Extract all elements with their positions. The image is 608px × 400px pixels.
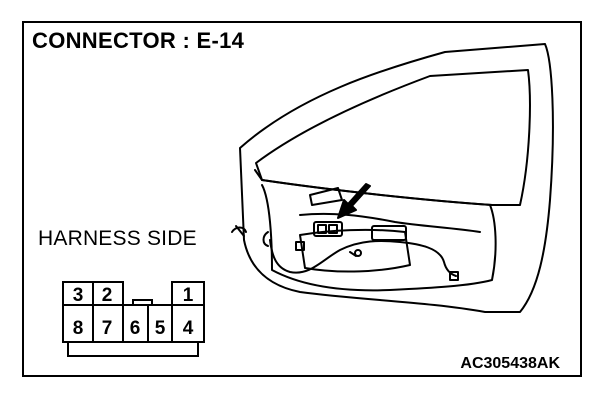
pin-2: 2	[102, 285, 113, 306]
pointer-arrow	[337, 183, 371, 219]
armrest	[299, 228, 411, 273]
diagram-frame	[22, 21, 582, 377]
window-switch	[313, 221, 343, 237]
pin-7: 7	[102, 318, 113, 339]
pin-5: 5	[155, 318, 166, 339]
connector-face: 3 2 1 8 7 6 5 4	[62, 281, 205, 357]
connector-title: CONNECTOR : E-14	[32, 28, 245, 53]
wiring-harness	[269, 239, 457, 277]
pin-1: 1	[183, 285, 194, 306]
pin-4: 4	[183, 318, 194, 339]
pin-8: 8	[73, 318, 84, 339]
figure-code: AC305438AK	[460, 355, 560, 372]
harness-side-label: HARNESS SIDE	[38, 227, 197, 250]
door-panel	[261, 184, 497, 292]
door-outline	[239, 43, 554, 313]
pin-3: 3	[73, 285, 84, 306]
pin-6: 6	[130, 318, 141, 339]
